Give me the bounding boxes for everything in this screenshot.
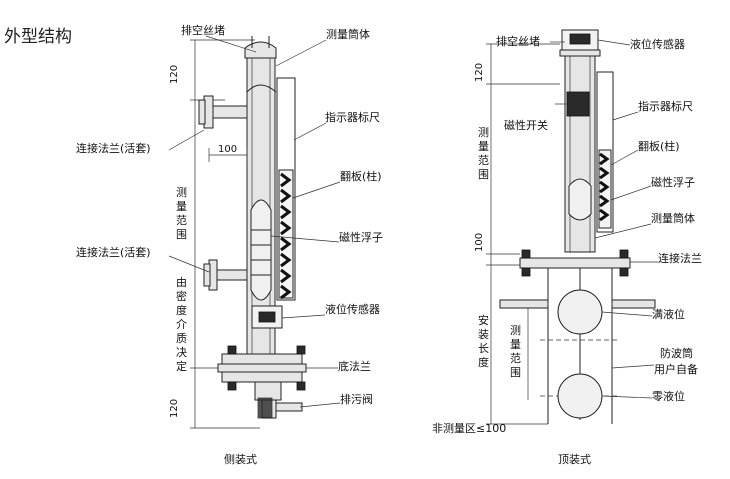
label-wave-guard-2: 用户自备 <box>654 362 698 376</box>
label-chamber: 测量筒体 <box>326 27 370 41</box>
label-chamber-top: 测量筒体 <box>651 211 695 225</box>
caption-side-mount: 侧装式 <box>224 453 257 466</box>
level-sensor-top <box>559 29 601 57</box>
label-float-top: 磁性浮子 <box>651 175 695 189</box>
label-vent-plug-top: 排空丝堵 <box>496 34 540 48</box>
label-full-level: 满液位 <box>652 307 685 321</box>
dim-mid-100-r: 100 <box>474 233 485 252</box>
label-float: 磁性浮子 <box>339 230 383 244</box>
drain-valve <box>254 381 303 419</box>
label-flap-top: 翻板(柱) <box>638 139 680 153</box>
zero-level-float <box>557 373 603 419</box>
dim-range-r4: 围 <box>478 168 489 181</box>
magnetic-float <box>250 199 272 301</box>
side-mount-gauge: 排空丝堵 测量筒体 指示器标尺 连接法兰(活套) 翻板(柱) 磁性浮子 连接法兰… <box>76 23 383 466</box>
magnetic-switch <box>566 91 590 117</box>
dim-range2-3: 范 <box>510 351 521 365</box>
dim-range-1: 测 <box>176 186 187 199</box>
dim-range2-1: 测 <box>510 324 521 337</box>
label-flap: 翻板(柱) <box>340 169 382 183</box>
dim-range-r2: 量 <box>478 140 489 153</box>
dim-medium-7: 定 <box>176 359 187 373</box>
dim-install-1: 安 <box>478 313 489 327</box>
top-mount-gauge: 排空丝堵 液位传感器 指示器标尺 磁性开关 翻板(柱) 磁性浮子 测量筒体 连接… <box>432 29 702 466</box>
caption-top-mount: 顶装式 <box>558 453 591 466</box>
dim-medium-6: 决 <box>176 346 187 359</box>
dim-install-3: 长 <box>478 342 489 355</box>
dim-medium-5: 质 <box>176 332 187 345</box>
dim-top-120-r: 120 <box>474 63 485 82</box>
label-flange: 连接法兰(活套) <box>76 141 151 155</box>
label-indicator-scale-top: 指示器标尺 <box>638 99 693 113</box>
label-sensor: 液位传感器 <box>325 302 380 316</box>
label-wave-guard-1: 防波筒 <box>660 346 693 360</box>
level-sensor <box>251 305 283 329</box>
dim-medium-4: 介 <box>176 318 187 331</box>
drawing-title: 外型结构 <box>4 27 72 47</box>
dim-medium-2: 密 <box>176 289 187 303</box>
dim-medium-1: 由 <box>176 275 187 289</box>
bottom-flange <box>217 345 307 391</box>
full-level-float <box>557 289 603 335</box>
dim-medium-3: 度 <box>176 303 187 317</box>
flap-column <box>278 169 294 300</box>
dim-range-4: 围 <box>176 228 187 241</box>
label-vent-plug: 排空丝堵 <box>181 23 225 37</box>
flap-column-top <box>598 149 612 229</box>
flange-top <box>519 249 631 277</box>
dim-range-2: 量 <box>176 200 187 213</box>
dim-range2-2: 量 <box>510 338 521 351</box>
dim-install-4: 度 <box>478 355 489 369</box>
label-indicator-scale: 指示器标尺 <box>325 110 380 124</box>
label-flange-2: 连接法兰(活套) <box>76 245 151 259</box>
label-sensor-top: 液位传感器 <box>630 37 685 51</box>
dim-bottom-120: 120 <box>169 399 180 418</box>
label-flange-top: 连接法兰 <box>658 251 702 265</box>
label-bottom-flange: 底法兰 <box>338 359 371 373</box>
label-zero-level: 零液位 <box>652 389 685 403</box>
magnetic-float-top <box>568 178 592 221</box>
dim-range2-4: 围 <box>510 366 521 379</box>
dim-range-r1: 测 <box>478 126 489 139</box>
dim-top-120: 120 <box>169 65 180 84</box>
label-drain-valve: 排污阀 <box>340 392 373 406</box>
label-magnetic-switch: 磁性开关 <box>504 118 548 132</box>
label-non-measure: 非测量区≤100 <box>432 422 506 435</box>
dim-width-100: 100 <box>218 144 237 155</box>
chamber-top <box>564 55 596 253</box>
dim-range-r3: 范 <box>478 153 489 167</box>
dim-install-2: 装 <box>478 328 489 341</box>
dim-range-3: 范 <box>176 213 187 227</box>
